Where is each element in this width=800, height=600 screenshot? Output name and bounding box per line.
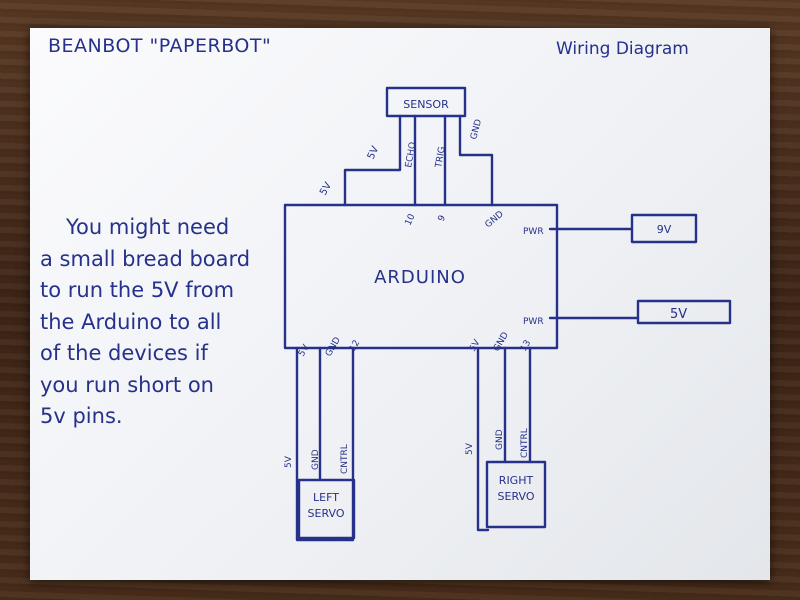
right-servo-label-line1: RIGHT [499, 474, 534, 487]
arduino-pin-5v-right: 5V [468, 337, 483, 353]
sensor-gnd-wire [458, 114, 494, 207]
note-line: You might need [66, 215, 230, 239]
left-servo-label-line1: LEFT [313, 491, 339, 504]
arduino-pin-10: 10 [404, 212, 418, 227]
note-line: a small bread board [40, 246, 251, 271]
battery-9v-label: 9V [657, 223, 672, 236]
sensor-pin-gnd: GND [469, 118, 484, 141]
left-servo-label-line2: SERVO [308, 507, 345, 520]
right-servo-wire-5v: 5V [465, 442, 475, 455]
arduino-pin-12: 12 [348, 339, 362, 354]
right-servo-label-line2: SERVO [498, 490, 535, 503]
left-servo-outer-wires [295, 346, 355, 542]
left-servo-wire-gnd: GND [311, 449, 321, 470]
note-line: to run the 5V from [40, 278, 235, 302]
left-servo-wire-cntrl: CNTRL [340, 444, 350, 474]
left-servo-wire-5v: 5V [284, 455, 294, 468]
arduino-pin-5v-left: 5V [297, 342, 312, 358]
note-line: of the devices if [40, 341, 208, 365]
note-line: 5v pins. [40, 404, 123, 428]
sensor-label: SENSOR [403, 98, 449, 111]
diagram-title: BEANBOT "PAPERBOT" [48, 35, 271, 57]
breadboard-note: You might need a small bread board to ru… [40, 212, 280, 433]
right-servo-wire-gnd: GND [495, 429, 505, 450]
supply-5v-label: 5V [670, 307, 687, 322]
note-line: you run short on [40, 372, 214, 397]
battery-9v-box [630, 213, 698, 244]
left-servo-box [297, 478, 356, 540]
sensor-pin-echo: ECHO [404, 141, 418, 168]
diagram-subtitle: Wiring Diagram [556, 39, 689, 59]
sensor-vcc-wire [343, 114, 402, 207]
arduino-board [283, 203, 559, 350]
sensor-pin-trig: TRIG [434, 146, 448, 170]
sensor-vcc-wire-label: 5V [318, 180, 334, 197]
arduino-pin-pwr-2: PWR [523, 317, 544, 327]
right-servo-wire-cntrl: CNTRL [520, 428, 530, 458]
sensor-box [385, 86, 467, 118]
arduino-pin-gnd-top: GND [484, 209, 506, 230]
arduino-pin-gnd-right: GND [492, 331, 511, 354]
right-servo-box [485, 460, 547, 529]
arduino-pin-pwr-1: PWR [523, 227, 544, 237]
supply-5v-box [636, 299, 732, 325]
sensor-pin-5v: 5V [366, 145, 382, 162]
arduino-pin-9: 9 [437, 214, 449, 224]
arduino-label: ARDUINO [374, 267, 466, 288]
right-servo-5v-wire [476, 346, 490, 532]
note-line: the Arduino to all [40, 309, 222, 334]
